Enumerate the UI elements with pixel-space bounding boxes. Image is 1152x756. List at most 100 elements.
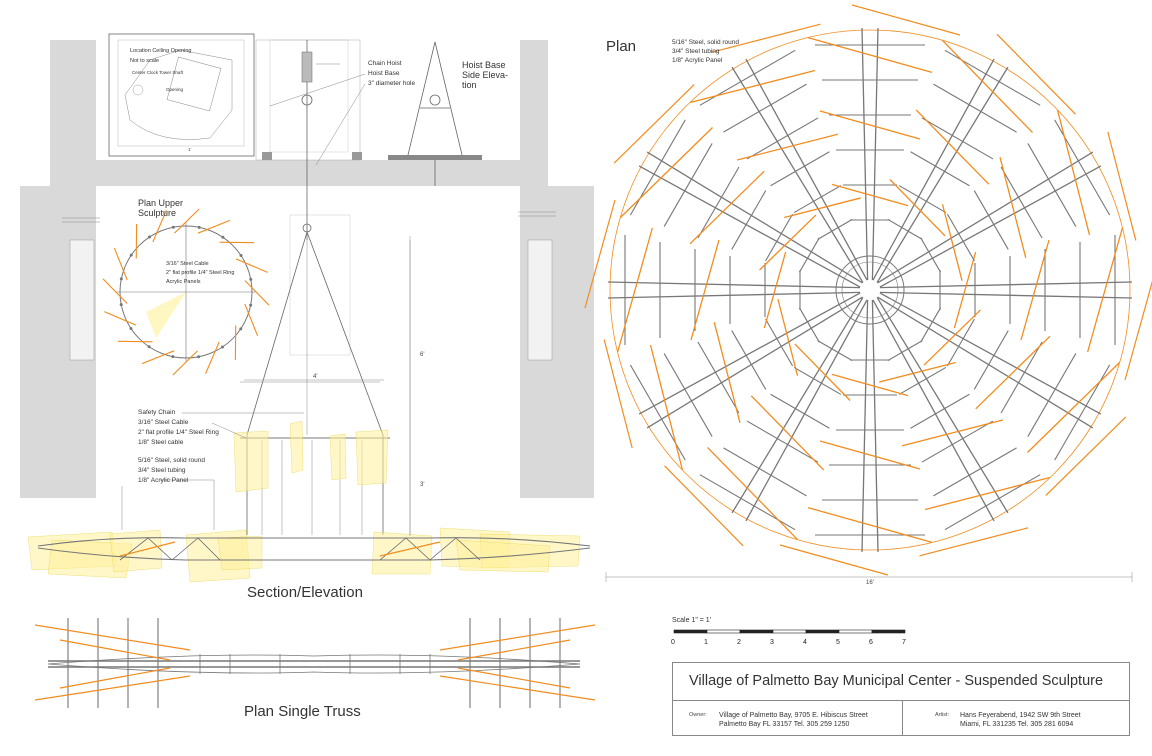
section-title: Section/Elevation — [247, 584, 363, 601]
truss-crossbar — [898, 185, 947, 214]
section-callout: Safety Chain — [138, 409, 176, 416]
truss-tube — [861, 27, 869, 281]
acrylic-rod — [999, 157, 1027, 258]
location-inset — [108, 33, 255, 157]
acrylic-rod — [975, 335, 1051, 410]
inset-label: Opening — [166, 87, 184, 92]
scale-tick-label: 6 — [869, 639, 873, 646]
truss-tube — [731, 297, 864, 514]
truss-curve — [47, 654, 581, 665]
truss-crossbar — [731, 330, 767, 390]
plan-upper-callout: 2" flat profile 1/4" Steel Ring — [166, 270, 235, 276]
truss-crossbar — [1054, 119, 1111, 216]
acrylic-rod — [784, 197, 861, 219]
truss-arm — [877, 109, 1137, 288]
upper-rod — [113, 247, 128, 281]
truss-arm — [872, 297, 1051, 557]
inset-label: Location Ceiling Opening — [130, 48, 192, 54]
scale-tick-label: 4 — [803, 639, 807, 646]
truss-crossbar — [798, 307, 820, 343]
plan-outer-circle — [609, 29, 1131, 551]
upper-node — [119, 303, 123, 307]
truss-tube — [877, 151, 1094, 284]
scale-segment — [871, 629, 906, 634]
artist-line: Miami, FL 331235 Tel. 305 281 6094 — [960, 721, 1074, 728]
truss-tube — [879, 165, 1102, 288]
truss-tube — [607, 291, 861, 299]
upper-rod — [174, 208, 200, 234]
truss-tube — [745, 299, 868, 522]
truss-crossbar — [798, 237, 820, 273]
owner-info: Village of Palmetto Bay, 9705 E. Hibiscu… — [719, 711, 868, 729]
truss-crossbar — [887, 218, 923, 240]
acrylic-rod — [924, 476, 1051, 511]
hoist-callouts: Chain Hoist Hoist Base 3" diameter hole — [368, 59, 415, 89]
truss-crossbar — [629, 119, 686, 216]
hoist-side-title-line: Hoist Base — [462, 60, 506, 70]
acrylic-rod — [689, 69, 816, 104]
truss-crossbar — [765, 318, 794, 367]
truss-tube — [638, 292, 861, 415]
section-callouts-lower: 5/16" Steel, solid round 3/4" Steel tubi… — [138, 456, 205, 486]
upper-panel — [146, 292, 186, 338]
truss-crossbar — [731, 190, 767, 250]
acrylic-rod-outer — [779, 544, 889, 576]
sculpture-cables — [240, 231, 411, 535]
acrylic-rod — [794, 343, 851, 401]
scale-segment — [805, 629, 840, 634]
truss-crossbar — [887, 340, 923, 362]
acrylic-rod — [941, 204, 963, 281]
acrylic-rod-outer — [603, 339, 633, 449]
title-block-divider — [902, 700, 903, 735]
scale-segment — [838, 629, 873, 634]
plan-center-ring-inner — [841, 261, 899, 319]
truss-arm — [584, 199, 861, 353]
truss-crossbar — [898, 366, 947, 395]
truss-crossbar — [770, 393, 830, 429]
truss-crossbar — [1000, 341, 1043, 414]
truss-crossbar — [663, 143, 713, 227]
artist-key: Artist: — [935, 712, 950, 718]
hoist-side-title-line: Side Eleva- — [462, 70, 509, 80]
acrylic-rod — [819, 440, 921, 470]
acrylic-rod-outer — [1124, 280, 1152, 381]
upper-rod — [205, 341, 220, 374]
truss-crossbar — [973, 190, 1009, 250]
truss-crossbar — [946, 318, 975, 367]
acrylic-rod — [1056, 109, 1091, 236]
truss-crossbar — [765, 213, 794, 262]
acrylic-rod — [831, 183, 909, 207]
truss-crossbar — [921, 420, 994, 463]
truss-arm — [872, 33, 1076, 283]
scale-tick-label: 5 — [836, 639, 840, 646]
sculpture-panels-section — [27, 420, 581, 583]
building-section — [20, 39, 594, 498]
truss-tube — [646, 296, 863, 429]
truss-crossbar — [629, 364, 686, 461]
scale-segment — [739, 629, 774, 634]
section-truss — [37, 537, 591, 561]
acrylic-rod — [439, 675, 596, 701]
plan-legend-item: 1/8" Acrylic Panel — [672, 57, 723, 64]
acrylic-rod — [707, 447, 798, 541]
dim-width: 4' — [313, 374, 318, 380]
upper-node — [129, 253, 133, 257]
callout-leaders — [121, 63, 411, 536]
acrylic-rod — [1020, 239, 1050, 341]
plan-upper-callout: 3/16" Steel Cable — [166, 261, 209, 267]
acrylic-rod — [59, 639, 171, 661]
plan-dimension: 16' — [866, 580, 874, 586]
acrylic-rod — [923, 309, 981, 366]
owner-line: Palmetto Bay FL 33157 Tel. 305 259 1250 — [719, 721, 850, 728]
truss-tube — [879, 291, 1133, 299]
acrylic-rod — [953, 251, 977, 329]
section-callouts-upper: Safety Chain 3/16" Steel Cable 2" flat p… — [138, 408, 219, 448]
acrylic-rod-outer — [919, 527, 1029, 557]
artist-line: Hans Feyerabend, 1942 SW 9th Street — [960, 712, 1081, 719]
truss-crossbar — [933, 83, 1017, 133]
acrylic-rod — [649, 344, 684, 471]
truss-tube — [879, 281, 1133, 289]
section-callout: 5/16" Steel, solid round — [138, 457, 205, 464]
hoist-side-title-line: tion — [462, 80, 477, 90]
upper-rod — [244, 303, 259, 337]
